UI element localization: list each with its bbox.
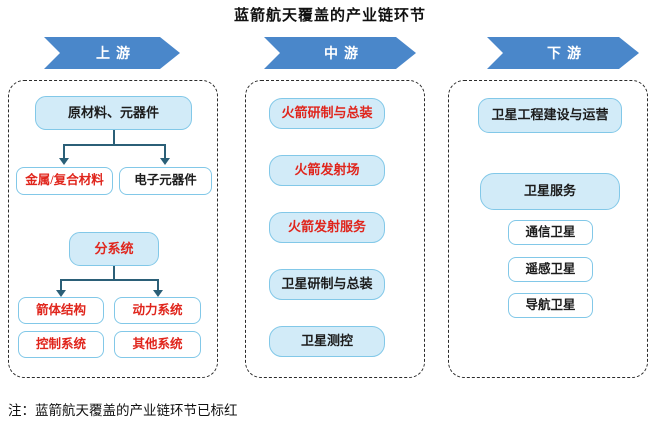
box-satellite-tracking: 卫星测控 bbox=[269, 326, 385, 357]
upstream-arrow-banner: 上游 bbox=[44, 37, 180, 69]
downstream-arrow-banner: 下游 bbox=[487, 37, 639, 69]
downstream-container: 卫星工程建设与运营 卫星服务 通信卫星 遥感卫星 导航卫星 bbox=[448, 80, 648, 378]
box-rocket-development: 火箭研制与总装 bbox=[269, 98, 385, 129]
midstream-container: 火箭研制与总装 火箭发射场 火箭发射服务 卫星研制与总装 卫星测控 bbox=[245, 80, 425, 378]
midstream-arrow-banner: 中游 bbox=[264, 37, 416, 69]
arrow-down-icon bbox=[153, 290, 163, 297]
arrow-down-icon bbox=[56, 290, 66, 297]
box-satellite-engineering: 卫星工程建设与运营 bbox=[478, 98, 622, 133]
box-remote-sensing-satellite: 遥感卫星 bbox=[508, 257, 593, 282]
downstream-arrow-label: 下游 bbox=[547, 47, 587, 62]
connector-drop bbox=[60, 280, 62, 291]
connector-drop bbox=[63, 145, 65, 159]
connector-drop bbox=[157, 280, 159, 291]
box-raw-materials: 原材料、元器件 bbox=[35, 96, 192, 130]
box-launch-site: 火箭发射场 bbox=[269, 155, 385, 186]
box-subsystems: 分系统 bbox=[69, 232, 159, 266]
box-launch-service: 火箭发射服务 bbox=[269, 212, 385, 243]
connector-drop bbox=[164, 145, 166, 159]
upstream-arrow-label: 上游 bbox=[96, 47, 136, 62]
arrow-down-icon bbox=[160, 158, 170, 165]
connector-bar bbox=[63, 144, 166, 146]
box-other-systems: 其他系统 bbox=[114, 331, 201, 358]
box-rocket-structure: 箭体结构 bbox=[18, 297, 104, 324]
box-propulsion-system: 动力系统 bbox=[114, 297, 201, 324]
connector-stem bbox=[113, 266, 115, 279]
box-navigation-satellite: 导航卫星 bbox=[508, 293, 593, 318]
diagram-title: 蓝箭航天覆盖的产业链环节 bbox=[233, 8, 426, 24]
connector-stem bbox=[113, 130, 115, 144]
box-satellite-development: 卫星研制与总装 bbox=[269, 269, 385, 300]
midstream-arrow-label: 中游 bbox=[324, 47, 364, 62]
footnote: 注：蓝箭航天覆盖的产业链环节已标红 bbox=[8, 403, 238, 418]
arrow-down-icon bbox=[59, 158, 69, 165]
connector-bar bbox=[60, 279, 159, 281]
box-metal-composite: 金属/复合材料 bbox=[16, 167, 113, 195]
upstream-container: 原材料、元器件 金属/复合材料 电子元器件 分系统 箭体结构 动力系统 控制系统… bbox=[8, 80, 218, 378]
box-control-system: 控制系统 bbox=[18, 331, 104, 358]
box-satellite-services: 卫星服务 bbox=[480, 173, 620, 210]
box-communication-satellite: 通信卫星 bbox=[508, 220, 593, 245]
box-electronic-components: 电子元器件 bbox=[119, 167, 212, 195]
